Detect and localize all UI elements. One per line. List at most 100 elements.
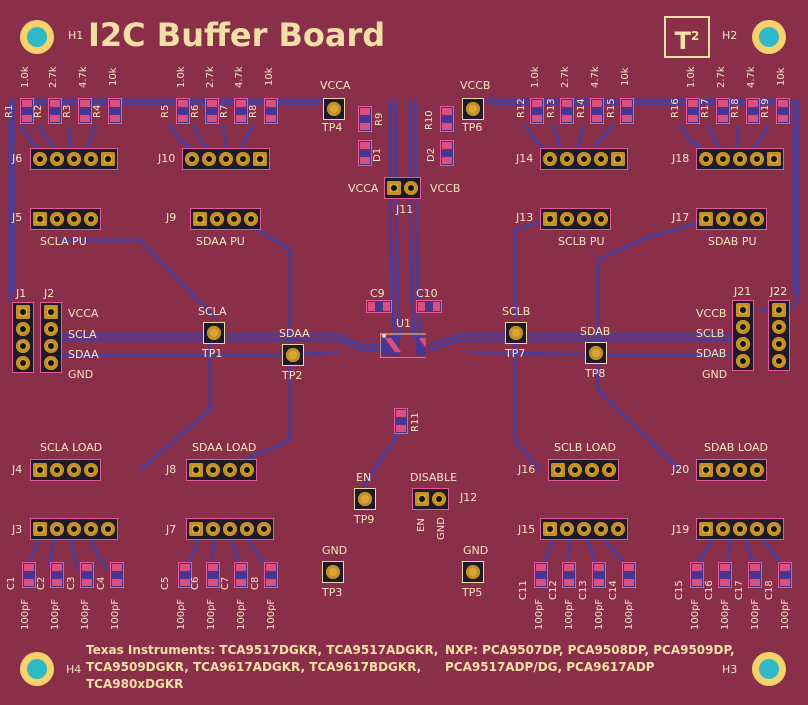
header-j12[interactable] [412,488,449,510]
value-c2: 100pF [50,598,61,630]
resistor-r16 [686,98,700,124]
label-j21-vccb: VCCB [696,307,727,320]
pin [716,212,730,226]
pin [16,322,30,336]
header-j11[interactable] [384,177,421,199]
testpoint-tp2[interactable] [282,344,304,366]
header-j19[interactable] [696,518,784,540]
capacitor-c18 [778,562,792,588]
pin [44,322,58,336]
pin [206,522,220,536]
ref-c11: C11 [518,580,529,600]
ref-c3: C3 [66,576,77,590]
testpoint-tp5[interactable] [462,561,484,583]
header-j7[interactable] [186,518,274,540]
value-r19: 10k [776,67,787,86]
pin [560,212,574,226]
pin [16,305,30,319]
header-j8[interactable] [186,459,257,481]
pin [236,152,250,166]
label-sdab-load: SDAB LOAD [704,441,769,454]
logo-letter: T [674,27,691,55]
pin [33,212,47,226]
label-tp9: EN [356,471,372,484]
header-j16[interactable] [548,459,619,481]
header-j9[interactable] [190,208,261,230]
pin [185,152,199,166]
pin [50,463,64,477]
pin [206,463,220,477]
resistor-r10 [440,106,454,132]
ref-r14: R14 [576,98,587,118]
capacitor-c6 [206,562,220,588]
testpoint-tp9[interactable] [354,488,376,510]
label-sdaa-pu: SDAA PU [196,235,245,248]
label-j11-vcca: VCCA [348,182,379,195]
label-sclb-load: SCLB LOAD [554,441,617,454]
header-j14[interactable] [540,148,628,170]
pin [699,212,713,226]
testpoint-tp4[interactable] [323,98,345,120]
resistor-r4 [108,98,122,124]
testpoint-tp3[interactable] [322,561,344,583]
label-scla-pu: SCLA PU [40,235,87,248]
ref-tp6: TP6 [462,121,483,134]
pin [699,522,713,536]
value-c8: 100pF [266,598,277,630]
header-j17[interactable] [696,208,767,230]
header-j6[interactable] [30,148,118,170]
ref-r10: R10 [424,110,435,130]
pin [67,152,81,166]
header-j1[interactable] [12,302,34,373]
pin [772,303,786,317]
capacitor-c5 [178,562,192,588]
header-j22[interactable] [768,300,790,371]
pin [551,463,565,477]
header-j4[interactable] [30,459,101,481]
header-j10[interactable] [182,148,270,170]
value-c1: 100pF [20,598,31,630]
pin [733,463,747,477]
resistor-r19 [776,98,790,124]
ref-d1: D1 [372,147,383,162]
pin [736,303,750,317]
header-j20[interactable] [696,459,767,481]
ref-c8: C8 [250,576,261,590]
header-j15[interactable] [540,518,628,540]
ref-tp2: TP2 [282,369,303,382]
ref-r6: R6 [190,104,201,118]
testpoint-tp6[interactable] [462,98,484,120]
resistor-r2 [48,98,62,124]
pin [577,152,591,166]
testpoint-tp8[interactable] [585,342,607,364]
label-tp2: SDAA [279,327,310,340]
header-j21[interactable] [732,300,754,371]
note-nxp-line2: PCA9517ADP/DG, PCA9617ADP [445,660,655,674]
header-j13[interactable] [540,208,611,230]
value-r4: 10k [108,67,119,86]
capacitor-c11 [534,562,548,588]
value-c15: 100pF [690,598,701,630]
capacitor-c17 [748,562,762,588]
ref-tp9: TP9 [354,513,375,526]
header-j5[interactable] [30,208,101,230]
ref-d2: D2 [426,147,437,162]
capacitor-c13 [592,562,606,588]
header-j18[interactable] [696,148,784,170]
value-c13: 100pF [594,598,605,630]
header-j2[interactable] [40,302,62,373]
ref-j14: J14 [516,152,534,165]
hole-label-h2: H2 [722,29,738,42]
testpoint-tp7[interactable] [505,322,527,344]
ref-c7: C7 [220,576,231,590]
pin [543,212,557,226]
header-j3[interactable] [30,518,118,540]
value-c11: 100pF [534,598,545,630]
ref-c12: C12 [548,580,559,600]
testpoint-tp1[interactable] [203,322,225,344]
pin [101,152,115,166]
pin [585,463,599,477]
pin [67,212,81,226]
pin [84,463,98,477]
pin [44,339,58,353]
